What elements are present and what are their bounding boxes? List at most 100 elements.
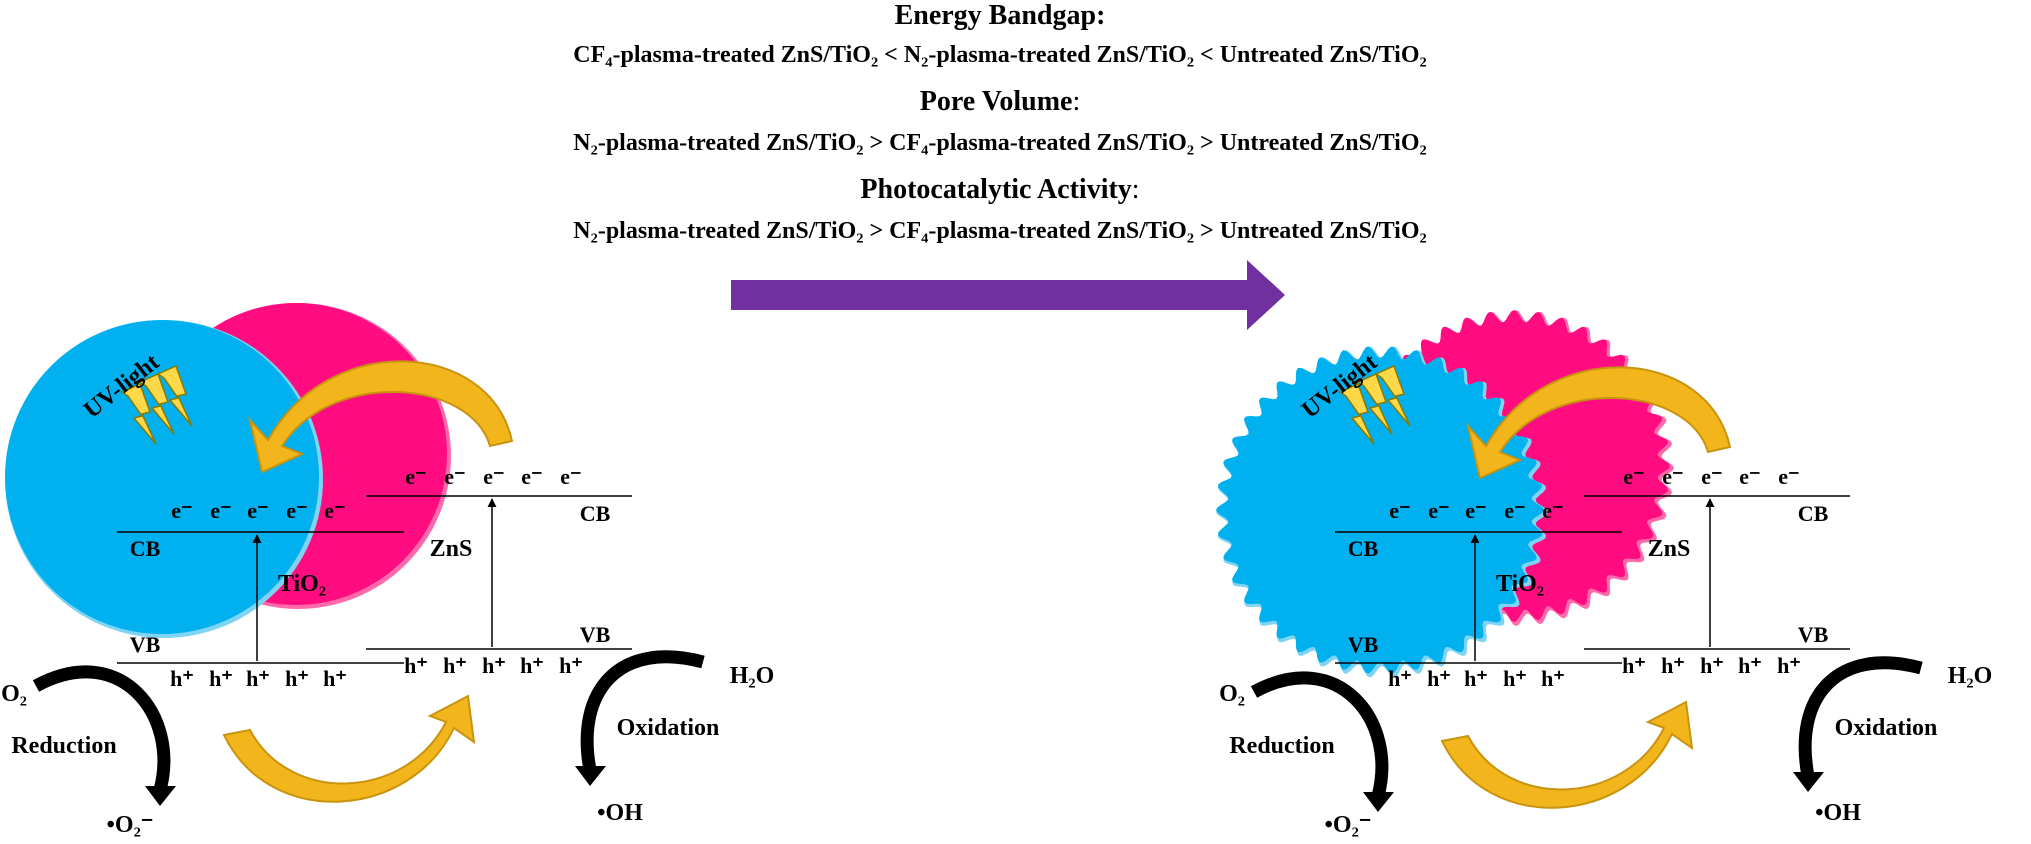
zns-hole: h⁺ (559, 653, 583, 678)
zns-hole: h⁺ (482, 653, 506, 678)
zns-label: ZnS (430, 536, 473, 562)
o2-label: O₂ (1219, 681, 1245, 707)
untreated-panel: e⁻ e⁻ e⁻ e⁻ e⁻ e⁻ e⁻ e⁻ e⁻ e⁻ h⁺ h⁺ h⁺ h⁺ h⁺ h⁺ h⁺ h⁺ h⁺ h⁺… (1, 303, 774, 838)
zns-vb-label: VB (580, 622, 611, 647)
tio2-hole: h⁺ (1388, 666, 1412, 691)
hydroxyl-label: •OH (597, 800, 643, 826)
hole-transfer-arrow (222, 694, 476, 803)
tio2-vb-label: VB (1348, 632, 1379, 657)
zns-hole: h⁺ (1622, 653, 1646, 678)
energy-bandgap-title: Energy Bandgap: (0, 0, 2000, 32)
zns-hole: h⁺ (1700, 653, 1724, 678)
hydroxyl-label: •OH (1815, 800, 1861, 826)
zns-hole: h⁺ (520, 653, 544, 678)
tio2-hole: h⁺ (1427, 666, 1451, 691)
tio2-label: TiO₂ (1496, 571, 1544, 597)
photocatalytic-activity-title: Photocatalytic Activity: (0, 174, 2000, 206)
lightning-bolt-icon (1338, 382, 1375, 445)
tio2-label: TiO₂ (278, 571, 326, 597)
o2-label: O₂ (1, 681, 27, 707)
tio2-particle (5, 320, 319, 634)
tio2-hole: h⁺ (285, 666, 309, 691)
tio2-cb-label: CB (1348, 536, 1379, 561)
reduction-label: Reduction (1229, 733, 1334, 759)
zns-hole: h⁺ (404, 653, 428, 678)
tio2-electron: e⁻ (210, 498, 231, 523)
tio2-electron: e⁻ (1504, 498, 1525, 523)
tio2-electron: e⁻ (286, 498, 307, 523)
zns-hole: h⁺ (1661, 653, 1685, 678)
zns-hole: h⁺ (1738, 653, 1762, 678)
reduction-arrowhead-icon (145, 786, 176, 806)
zns-hole: h⁺ (443, 653, 467, 678)
tio2-hole: h⁺ (323, 666, 347, 691)
tio2-electron: e⁻ (324, 498, 345, 523)
zns-electron: e⁻ (1623, 464, 1644, 489)
zns-vb-label: VB (1798, 622, 1829, 647)
tio2-electron: e⁻ (171, 498, 192, 523)
tio2-hole: h⁺ (246, 666, 270, 691)
tio2-electron: e⁻ (247, 498, 268, 523)
zns-electron: e⁻ (483, 464, 504, 489)
title-colon: : (1131, 174, 1140, 205)
pore-volume-title-text: Pore Volume (919, 86, 1073, 117)
zns-electron: e⁻ (521, 464, 542, 489)
title-colon: : (1072, 86, 1081, 117)
tio2-hole: h⁺ (1503, 666, 1527, 691)
photocatalytic-activity-ranking: N₂-plasma-treated ZnS/TiO₂ > CF₄-plasma-… (573, 218, 1427, 244)
superoxide-label: •O₂⁻ (1325, 812, 1372, 838)
oxidation-arrowhead-icon (575, 766, 606, 786)
reduction-curve-arrow (1250, 671, 1389, 798)
lightning-bolt-icon (138, 372, 175, 435)
oxidation-curve-arrow (1798, 656, 1923, 778)
hole-transfer-arrow (1440, 700, 1694, 809)
progression-arrow (731, 260, 1285, 330)
zns-label: ZnS (1648, 536, 1691, 562)
oxidation-label: Oxidation (1835, 715, 1938, 741)
pore-volume-ranking: N₂-plasma-treated ZnS/TiO₂ > CF₄-plasma-… (573, 130, 1427, 156)
tio2-hole: h⁺ (1464, 666, 1488, 691)
zns-electron: e⁻ (1662, 464, 1683, 489)
zns-hole: h⁺ (1777, 653, 1801, 678)
reduction-arrowhead-icon (1363, 792, 1394, 812)
zns-cb-label: CB (1798, 501, 1829, 526)
zns-electron: e⁻ (405, 464, 426, 489)
reduction-label: Reduction (11, 733, 116, 759)
reduction-curve-arrow (32, 665, 171, 792)
h2o-label: H₂O (1948, 663, 1993, 689)
zns-electron: e⁻ (1701, 464, 1722, 489)
tio2-hole: h⁺ (209, 666, 233, 691)
electron-transfer-arrow (248, 360, 514, 474)
tio2-particle (1216, 346, 1544, 674)
oxidation-arrowhead-icon (1793, 772, 1824, 792)
zns-cb-label: CB (580, 501, 611, 526)
lightning-bolt-icon (156, 364, 193, 427)
electron-transfer-arrow (1466, 366, 1732, 480)
tio2-electron: e⁻ (1428, 498, 1449, 523)
tio2-electron: e⁻ (1465, 498, 1486, 523)
oxidation-label: Oxidation (617, 715, 720, 741)
h2o-label: H₂O (730, 663, 775, 689)
superoxide-label: •O₂⁻ (107, 812, 154, 838)
photocatalytic-activity-title-text: Photocatalytic Activity (860, 174, 1132, 205)
zns-electron: e⁻ (1778, 464, 1799, 489)
tio2-hole: h⁺ (1541, 666, 1565, 691)
oxidation-curve-arrow (580, 650, 705, 772)
lightning-bolt-icon (1356, 372, 1393, 435)
tio2-cb-label: CB (130, 536, 161, 561)
tio2-electron: e⁻ (1542, 498, 1563, 523)
zns-electron: e⁻ (560, 464, 581, 489)
lightning-bolt-icon (1374, 364, 1411, 427)
tio2-hole: h⁺ (170, 666, 194, 691)
pore-volume-title: Pore Volume: (0, 86, 2000, 118)
zns-electron: e⁻ (444, 464, 465, 489)
lightning-bolt-icon (120, 382, 157, 445)
zns-electron: e⁻ (1739, 464, 1760, 489)
tio2-electron: e⁻ (1389, 498, 1410, 523)
energy-bandgap-title-text: Energy Bandgap (894, 0, 1097, 31)
tio2-vb-label: VB (130, 632, 161, 657)
title-colon: : (1096, 0, 1106, 31)
plasma-treated-panel: e⁻ e⁻ e⁻ e⁻ e⁻ e⁻ e⁻ e⁻ e⁻ e⁻ h⁺ h⁺ h⁺ h⁺ h⁺ h⁺ h⁺ h⁺ h⁺ h⁺… (1216, 310, 1992, 838)
energy-bandgap-ranking: CF₄-plasma-treated ZnS/TiO₂ < N₂-plasma-… (573, 42, 1427, 68)
